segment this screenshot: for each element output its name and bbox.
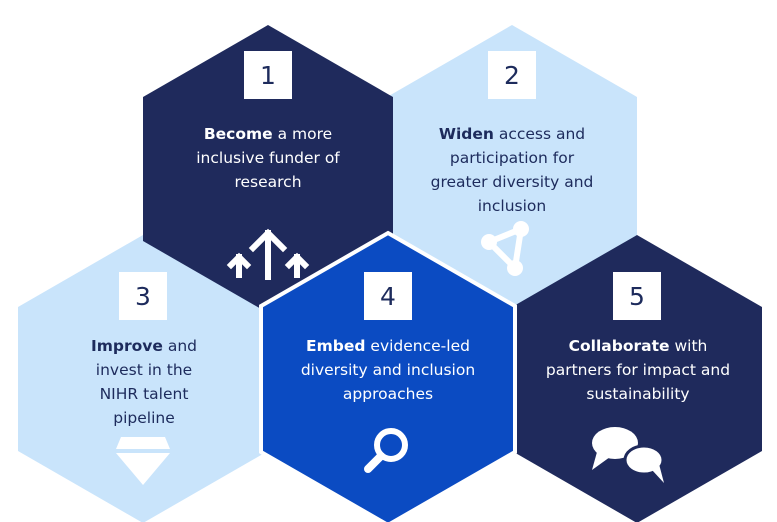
speech-bubbles-icon bbox=[592, 427, 665, 483]
hexagon-1-bold: Become bbox=[203, 125, 273, 143]
magnifier-icon bbox=[364, 428, 408, 473]
hexagon-2-text: Widen access and participation for great… bbox=[427, 122, 597, 218]
hexagon-4-text: Embed evidence-led diversity and inclusi… bbox=[300, 334, 476, 406]
number-badge-4: 4 bbox=[364, 272, 412, 320]
number-badge-3: 3 bbox=[119, 272, 167, 320]
hexagon-1-text: Become a more inclusive funder of resear… bbox=[193, 122, 343, 194]
hexagon-3-rest: and invest in the NIHR talent pipeline bbox=[95, 337, 198, 427]
hexagon-5-text: Collaborate with partners for impact and… bbox=[540, 334, 736, 406]
hexagon-5-bold: Collaborate bbox=[568, 337, 670, 355]
hexagon-5-rest: with partners for impact and sustainabil… bbox=[545, 337, 731, 403]
hexagon-3-bold: Improve bbox=[90, 337, 163, 355]
hexagon-1-rest: a more inclusive funder of research bbox=[196, 125, 340, 191]
hexagon-3 bbox=[18, 235, 268, 522]
hexagon-5 bbox=[512, 235, 762, 522]
hexagon-4-rest: evidence-led diversity and inclusion app… bbox=[300, 337, 476, 403]
hexagon-2-rest: access and participation for greater div… bbox=[430, 125, 594, 215]
number-badge-2: 2 bbox=[488, 51, 536, 99]
hexagon-1 bbox=[143, 25, 393, 313]
number-badge-5: 5 bbox=[613, 272, 661, 320]
hexagon-2 bbox=[387, 25, 637, 313]
diamond-icon bbox=[116, 437, 170, 485]
triangle-network-icon bbox=[481, 221, 529, 276]
hexagon-3-text: Improve and invest in the NIHR talent pi… bbox=[78, 334, 210, 430]
number-badge-1: 1 bbox=[244, 51, 292, 99]
arrows-up-icon bbox=[226, 228, 310, 280]
hexagon-2-bold: Widen bbox=[438, 125, 494, 143]
hexagon-4 bbox=[259, 230, 517, 522]
hexagon-4-bold: Embed bbox=[306, 337, 366, 355]
